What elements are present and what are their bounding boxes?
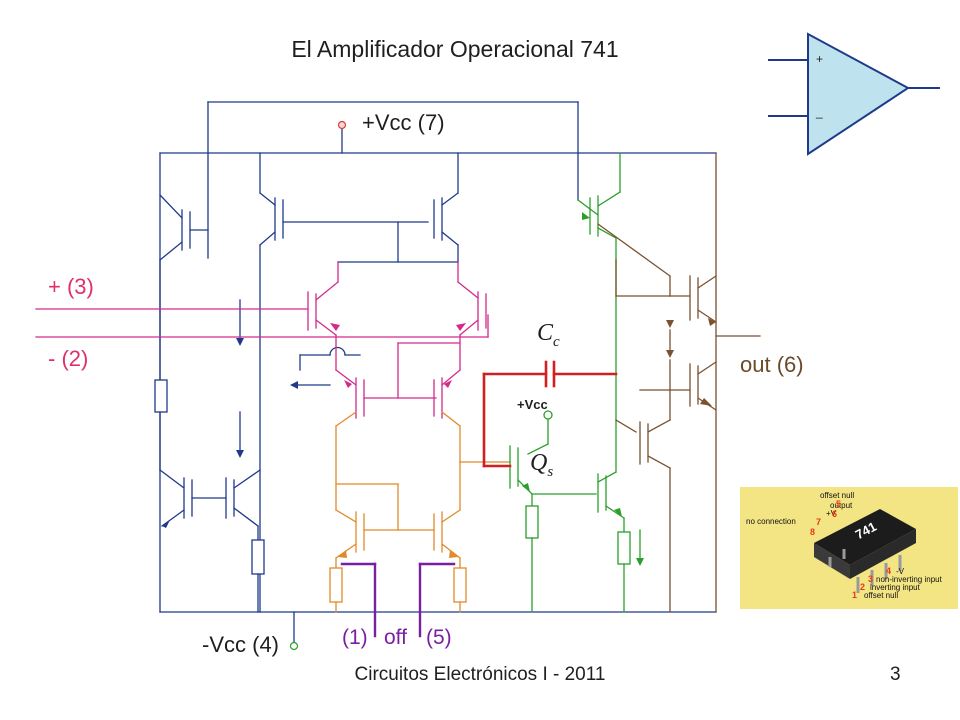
input-differential-pair [35, 261, 489, 419]
compensation-capacitor [482, 360, 618, 468]
offset-label: off [384, 626, 407, 649]
footer-text: Circuitos Electrónicos I - 2011 [354, 664, 606, 685]
symbol-plus: + [816, 52, 823, 66]
offset-pin1-label: (1) [342, 626, 368, 649]
pin8-number: 8 [810, 527, 816, 537]
vcc-positive-terminal [337, 120, 347, 130]
pin3-label: non-inverting input [876, 575, 942, 584]
supply-rails [159, 101, 717, 644]
pin8-label: offset null [820, 491, 855, 500]
negative-supply-label: -Vcc (4) [202, 632, 279, 657]
compensation-capacitor-label: Cc [537, 320, 560, 350]
pin1-label: offset null [864, 591, 899, 600]
non-inverting-input-label: + (3) [48, 274, 94, 299]
internal-vcc-label: +Vcc [517, 397, 548, 412]
gain-stage [509, 152, 641, 613]
symbol-minus: _ [815, 105, 823, 119]
inverting-input-label: - (2) [48, 346, 89, 371]
pin6-number: 6 [832, 509, 838, 519]
page-title: El Amplificador Operacional 741 [291, 36, 619, 62]
pin4-label: -V [896, 567, 904, 576]
pin7-label: +V [826, 509, 837, 518]
pin3-number: 3 [868, 574, 874, 584]
pin1-number: 1 [852, 590, 858, 600]
page-number: 3 [890, 664, 901, 685]
positive-supply-label: +Vcc (7) [362, 110, 445, 135]
output-stage [597, 152, 761, 613]
chip-drawing [814, 509, 916, 593]
pinout-diagram: 741 offset null output +V no connection … [740, 487, 958, 609]
op-amp-symbol: + _ [768, 32, 940, 156]
pin-nc-label: no connection [746, 517, 796, 526]
pin6-label: output [830, 501, 853, 510]
offset-null-leads [340, 562, 456, 638]
pin2-label: inverting input [870, 583, 920, 592]
pin2-number: 2 [860, 582, 866, 592]
pin5-number: 5 [836, 499, 842, 509]
offset-pin5-label: (5) [426, 626, 452, 649]
active-load-mirror [329, 411, 511, 613]
pin4-number: 4 [886, 566, 892, 576]
output-label: out (6) [740, 352, 804, 377]
stage-transistor-label: Qs [530, 450, 554, 480]
pin7-number: 7 [816, 517, 822, 527]
bias-current-mirrors [154, 152, 459, 613]
vcc-negative-terminal [289, 641, 299, 651]
